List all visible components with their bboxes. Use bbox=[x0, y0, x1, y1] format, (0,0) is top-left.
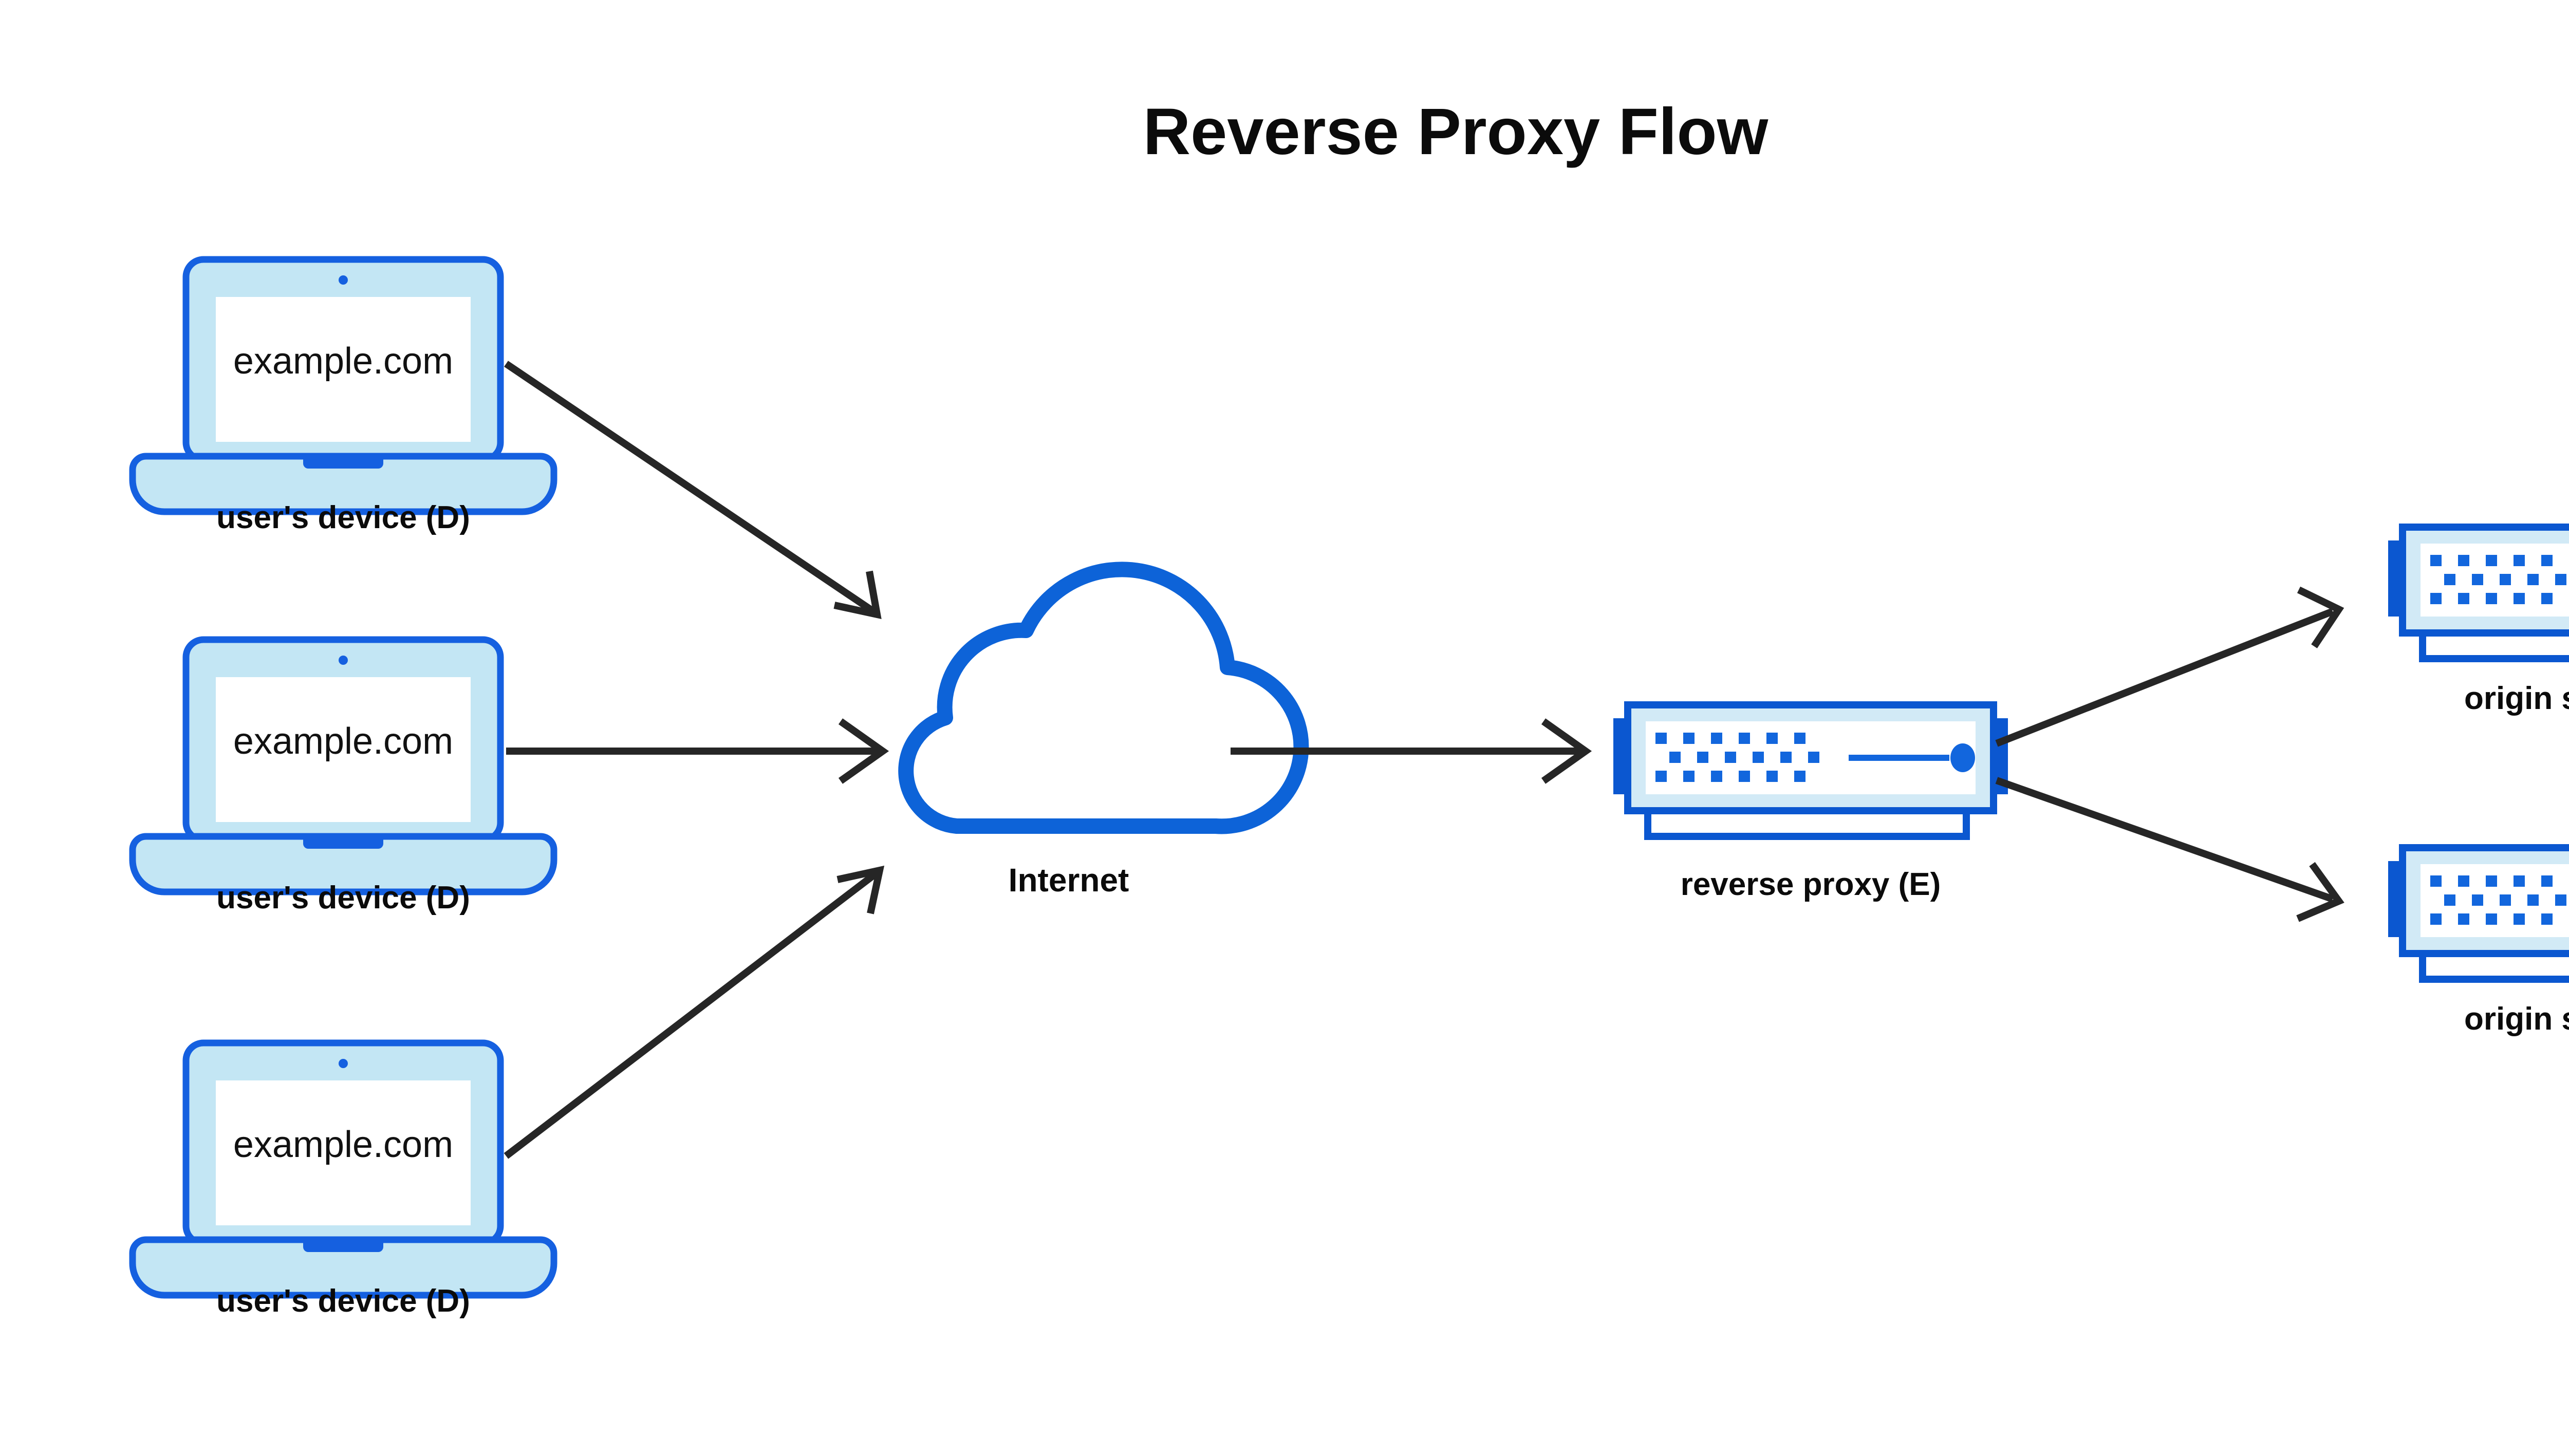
laptop-screen-text: example.com bbox=[233, 341, 453, 382]
edge-internet-to-proxy bbox=[1231, 718, 1592, 784]
arrowhead-icon bbox=[1541, 718, 1592, 784]
laptop-screen bbox=[216, 677, 471, 822]
client-device-top-label: user's device (D) bbox=[216, 500, 470, 535]
origin-server-top-label: origin server (F) bbox=[2464, 681, 2569, 716]
laptop-base bbox=[129, 1236, 557, 1299]
laptop-notch bbox=[303, 1240, 383, 1252]
server-status-lamp-icon bbox=[1950, 743, 1975, 772]
internet-cloud[interactable]: Internet bbox=[898, 562, 1309, 899]
edge-proxy-to-origin-top bbox=[1995, 586, 2344, 747]
server-status-line-icon bbox=[1849, 755, 1949, 761]
server-panel bbox=[2421, 864, 2569, 937]
laptop-camera-icon bbox=[339, 275, 348, 285]
server-led-grid-icon bbox=[2430, 875, 2566, 925]
edge-client-middle-to-internet bbox=[506, 718, 889, 784]
arrowhead-icon bbox=[2296, 862, 2344, 922]
laptop-screen-text: example.com bbox=[233, 721, 453, 762]
origin-server-bottom[interactable]: origin server (F) bbox=[2388, 844, 2569, 1037]
edge-proxy-to-origin-bottom bbox=[1995, 777, 2344, 922]
client-device-bottom-label: user's device (D) bbox=[216, 1283, 470, 1319]
edge-client-top-to-internet bbox=[504, 361, 882, 620]
laptop-base bbox=[129, 833, 557, 895]
laptop-camera-icon bbox=[339, 656, 348, 665]
origin-server-bottom-label: origin server (F) bbox=[2464, 1001, 2569, 1037]
server-led-grid-icon bbox=[2430, 555, 2566, 604]
laptop-screen-text: example.com bbox=[233, 1124, 453, 1165]
server-led-grid-icon bbox=[1655, 733, 1819, 782]
server-panel bbox=[2421, 544, 2569, 617]
client-device-middle-label: user's device (D) bbox=[216, 880, 470, 916]
page-title: Reverse Proxy Flow bbox=[1143, 95, 1768, 169]
laptop-camera-icon bbox=[339, 1059, 348, 1068]
arrowhead-icon bbox=[833, 570, 882, 620]
laptop-screen bbox=[216, 297, 471, 442]
origin-server-top[interactable]: origin server (F) bbox=[2388, 524, 2569, 716]
laptop-screen bbox=[216, 1080, 471, 1225]
client-device-bottom[interactable]: example.com user's device (D) bbox=[129, 1039, 557, 1319]
laptop-base bbox=[129, 453, 557, 515]
cloud-icon bbox=[898, 562, 1309, 834]
client-device-middle[interactable]: example.com user's device (D) bbox=[129, 636, 557, 916]
laptop-notch bbox=[303, 456, 383, 469]
arrowhead-icon bbox=[2297, 586, 2344, 648]
laptop-notch bbox=[303, 836, 383, 849]
arrowhead-icon bbox=[836, 865, 885, 914]
client-device-top[interactable]: example.com user's device (D) bbox=[129, 256, 557, 535]
edge-client-bottom-to-internet bbox=[504, 865, 885, 1159]
reverse-proxy-node[interactable]: reverse proxy (E) bbox=[1613, 701, 2008, 902]
arrowhead-icon bbox=[838, 718, 889, 784]
internet-label: Internet bbox=[1009, 862, 1129, 899]
reverse-proxy-label: reverse proxy (E) bbox=[1681, 867, 1941, 902]
